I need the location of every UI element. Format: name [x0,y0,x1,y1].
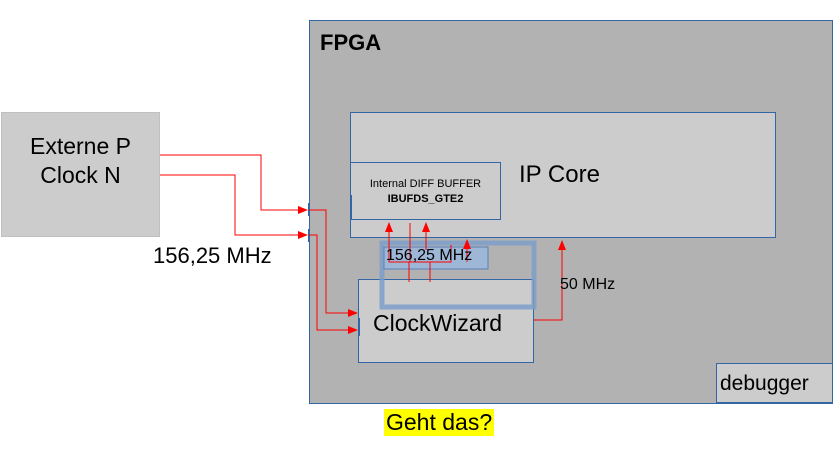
external-frequency-label: 156,25 MHz [153,243,272,268]
ip-core-label: IP Core [519,161,600,188]
diff-buffer-primitive: IBUFDS_GTE2 [387,193,464,205]
debugger-label: debugger [720,372,809,395]
clock-n-to-wizard-wire [309,234,358,334]
external-clock-block: Externe P Clock N [1,112,160,237]
clk-50mhz-wire [534,240,566,321]
diff-buffer-title: Internal DIFF BUFFER [369,178,482,190]
diff-buffer-input-wire-3 [430,245,452,263]
clock-wizard-label: ClockWizard [373,310,503,336]
clock-wizard-block: ClockWizard [358,279,534,363]
diff-buffer-block: Internal DIFF BUFFER IBUFDS_GTE2 [350,162,501,220]
clk-50mhz-label: 50 MHz [560,276,616,293]
external-clock-label: Externe P Clock N [2,132,159,190]
selection-frame [379,240,537,310]
clock-p-to-wizard-wire [309,209,358,317]
fpga-title: FPGA [320,30,382,55]
external-clock-line2: Clock N [40,162,121,188]
diff-buffer-input-wire-1 [385,222,410,282]
internal-frequency-label: 156,25 MHz [386,247,473,264]
question-note: Geht das? [384,409,495,436]
clock-p-wire [160,154,308,214]
debugger-block: debugger [716,363,833,403]
clock-n-wire [160,174,308,239]
diff-buffer-input-wire-2 [409,223,431,282]
external-clock-line1: Externe P [30,133,131,159]
